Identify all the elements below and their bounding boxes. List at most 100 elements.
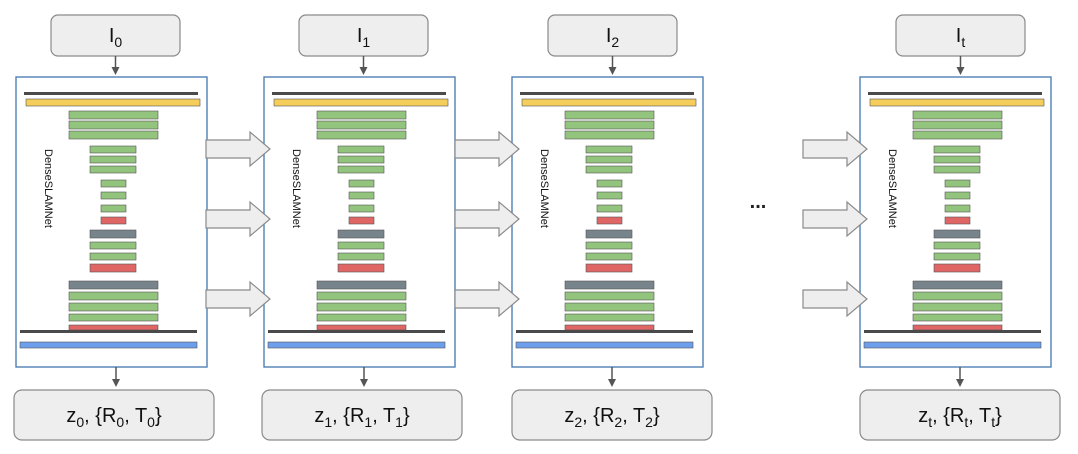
network-layer-green <box>912 302 1003 312</box>
network-layer-green <box>68 110 159 120</box>
network-layer-green <box>944 191 971 200</box>
output-arrow-head <box>608 379 616 387</box>
network-layer-green <box>596 179 623 188</box>
network-layer-green <box>944 204 971 213</box>
network-layer-green <box>585 155 633 164</box>
network-layer-slate <box>89 229 137 239</box>
output-arrow-head <box>956 379 964 387</box>
input-arrow-head <box>359 67 368 75</box>
network-layer-green <box>68 302 159 312</box>
network-layer-green <box>585 145 633 154</box>
sequence-ellipsis: ... <box>750 191 767 213</box>
state-arrow-0-2 <box>205 280 271 318</box>
network-layer-green <box>316 291 407 301</box>
network-layer-green <box>585 165 633 174</box>
state-arrow-1-1 <box>454 200 520 238</box>
input-arrow-head <box>608 67 617 75</box>
network-layer-dark <box>516 330 693 333</box>
network-layer-green <box>912 130 1003 140</box>
network-layer-red <box>337 263 385 273</box>
network-layer-green <box>337 165 385 174</box>
network-layer-red <box>585 263 633 273</box>
network-layer-red <box>944 216 971 225</box>
network-layer-green <box>316 120 407 130</box>
network-label: DenseSLAMNet <box>290 149 302 228</box>
network-layer-slate <box>316 280 407 290</box>
state-arrow-2-1 <box>802 200 868 238</box>
output-pose-box <box>859 389 1061 441</box>
network-label: DenseSLAMNet <box>42 149 54 228</box>
network-layer-yellow <box>869 98 1045 107</box>
state-arrow-0-0 <box>205 130 271 168</box>
network-layer-green <box>316 313 407 322</box>
input-arrow-head <box>956 67 965 75</box>
state-arrow-2-0 <box>802 130 868 168</box>
output-pose-box <box>13 389 215 441</box>
network-layer-yellow <box>273 98 449 107</box>
network-layer-red <box>912 324 1003 331</box>
network-layer-green <box>596 204 623 213</box>
state-arrow-1-2 <box>454 280 520 318</box>
network-layer-green <box>316 130 407 140</box>
network-layer-green <box>564 291 655 301</box>
network-layer-green <box>337 241 385 250</box>
network-layer-green <box>348 204 375 213</box>
network-layer-green <box>89 145 137 154</box>
network-layer-green <box>68 120 159 130</box>
network-layer-green <box>337 145 385 154</box>
network-layer-green <box>933 252 981 261</box>
network-layer-dark <box>272 92 446 95</box>
network-layer-blue <box>267 341 446 349</box>
network-layer-green <box>68 291 159 301</box>
network-layer-green <box>100 191 127 200</box>
network-layer-green <box>585 241 633 250</box>
output-pose-label: z2, {R2, T2} <box>564 405 660 430</box>
input-image-label: I2 <box>606 25 620 50</box>
network-layer-green <box>912 110 1003 120</box>
network-layer-green <box>337 155 385 164</box>
network-layer-green <box>89 155 137 164</box>
network-layer-green <box>316 110 407 120</box>
network-layer-red <box>564 324 655 331</box>
network-layer-red <box>89 263 137 273</box>
network-layer-green <box>564 130 655 140</box>
network-layer-green <box>564 110 655 120</box>
network-layer-green <box>89 252 137 261</box>
output-pose-box <box>261 389 463 441</box>
network-layer-green <box>100 179 127 188</box>
output-pose-label: z1, {R1, T1} <box>314 405 410 430</box>
network-layer-green <box>348 179 375 188</box>
output-pose-box <box>511 389 713 441</box>
network-layer-green <box>596 191 623 200</box>
network-layer-green <box>337 252 385 261</box>
network-layer-green <box>912 313 1003 322</box>
network-layer-dark <box>868 92 1042 95</box>
network-layer-dark <box>20 330 197 333</box>
network-label: DenseSLAMNet <box>538 149 550 228</box>
network-layer-slate <box>912 280 1003 290</box>
input-image-label: I0 <box>109 25 123 50</box>
network-layer-green <box>68 130 159 140</box>
network-layer-green <box>564 302 655 312</box>
network-layer-green <box>933 155 981 164</box>
network-layer-slate <box>564 280 655 290</box>
network-layer-green <box>316 302 407 312</box>
network-layer-red <box>316 324 407 331</box>
output-pose-label: zt, {Rt, Tt} <box>918 405 1002 430</box>
network-layer-green <box>933 241 981 250</box>
input-image-label: I1 <box>357 25 371 50</box>
output-arrow-head <box>360 379 368 387</box>
network-layer-yellow <box>25 98 201 107</box>
network-layer-green <box>89 165 137 174</box>
state-arrow-1-0 <box>454 130 520 168</box>
network-layer-red <box>68 324 159 331</box>
network-label: DenseSLAMNet <box>886 149 898 228</box>
network-layer-blue <box>863 341 1042 349</box>
network-layer-red <box>596 216 623 225</box>
output-pose-label: z0, {R0, T0} <box>66 405 162 430</box>
